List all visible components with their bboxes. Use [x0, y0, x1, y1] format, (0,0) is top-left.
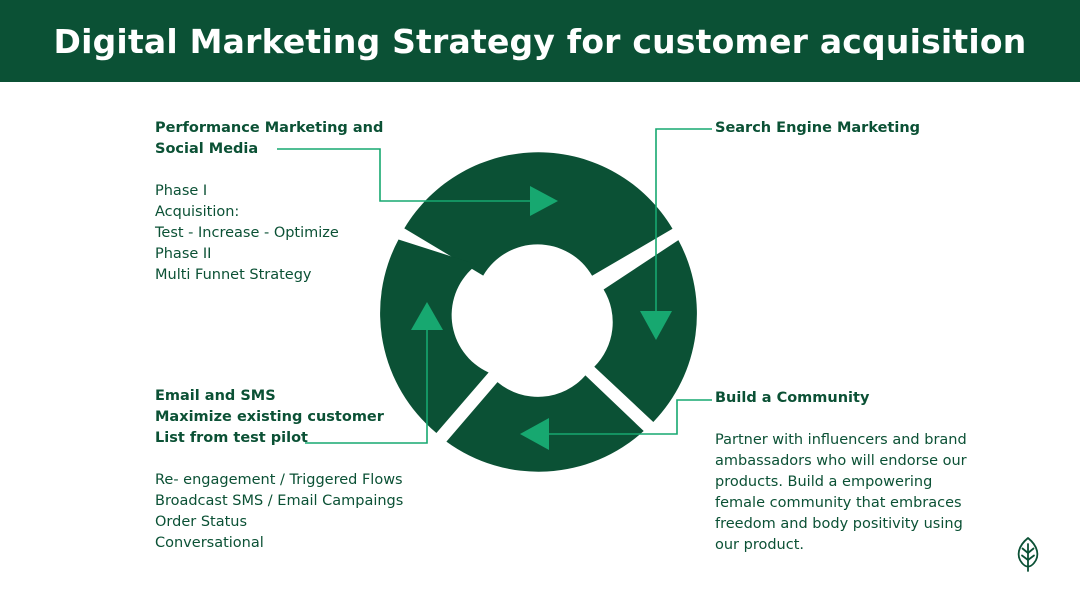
page-title: Digital Marketing Strategy for customer …	[53, 21, 1027, 61]
email-line-1: Re- engagement / Triggered Flows	[155, 472, 403, 488]
performance-line-3: Test - Increase - Optimize	[155, 225, 339, 241]
arrow-up-icon	[411, 302, 443, 330]
connector-performance	[277, 148, 532, 202]
email-line-3: Order Status	[155, 514, 248, 530]
section-search-engine-marketing: Search Engine Marketing	[715, 118, 920, 139]
arrow-right-icon	[530, 186, 558, 216]
performance-heading-line-2: Social Media	[155, 141, 259, 157]
ring-segment-left	[380, 239, 489, 433]
performance-line-2: Acquisition:	[155, 204, 240, 220]
section-email-sms: Email and SMS Maximize existing customer…	[155, 386, 403, 554]
performance-line-4: Phase II	[155, 246, 212, 262]
connector-search	[655, 128, 712, 312]
flow-arrows	[411, 186, 672, 450]
cycle-ring	[380, 152, 697, 472]
leaf-icon	[1017, 537, 1039, 572]
section-build-community: Build a Community Partner with influence…	[715, 388, 975, 556]
email-line-4: Conversational	[155, 535, 264, 551]
connector-lines	[277, 128, 712, 444]
connector-community	[548, 399, 712, 435]
title-banner: Digital Marketing Strategy for customer …	[0, 0, 1080, 82]
section-performance-marketing: Performance Marketing and Social Media P…	[155, 118, 383, 286]
search-heading: Search Engine Marketing	[715, 120, 921, 136]
arrow-down-icon	[640, 311, 672, 340]
ring-segment-top	[404, 152, 673, 276]
email-line-2: Broadcast SMS / Email Campaings	[155, 493, 404, 509]
community-heading: Build a Community	[715, 390, 870, 406]
performance-line-5: Multi Funnet Strategy	[155, 267, 312, 283]
community-paragraph: Partner with influencers and brand ambas…	[715, 432, 967, 553]
ring-segment-right	[594, 240, 697, 422]
email-heading-line-1: Email and SMS	[155, 388, 276, 404]
performance-line-1: Phase I	[155, 183, 208, 199]
email-heading-line-3: List from test pilot	[155, 430, 308, 446]
connector-email	[305, 330, 428, 444]
email-heading-line-2: Maximize existing customer	[155, 409, 384, 425]
performance-heading-line-1: Performance Marketing and	[155, 120, 384, 136]
arrow-left-icon	[520, 418, 549, 450]
